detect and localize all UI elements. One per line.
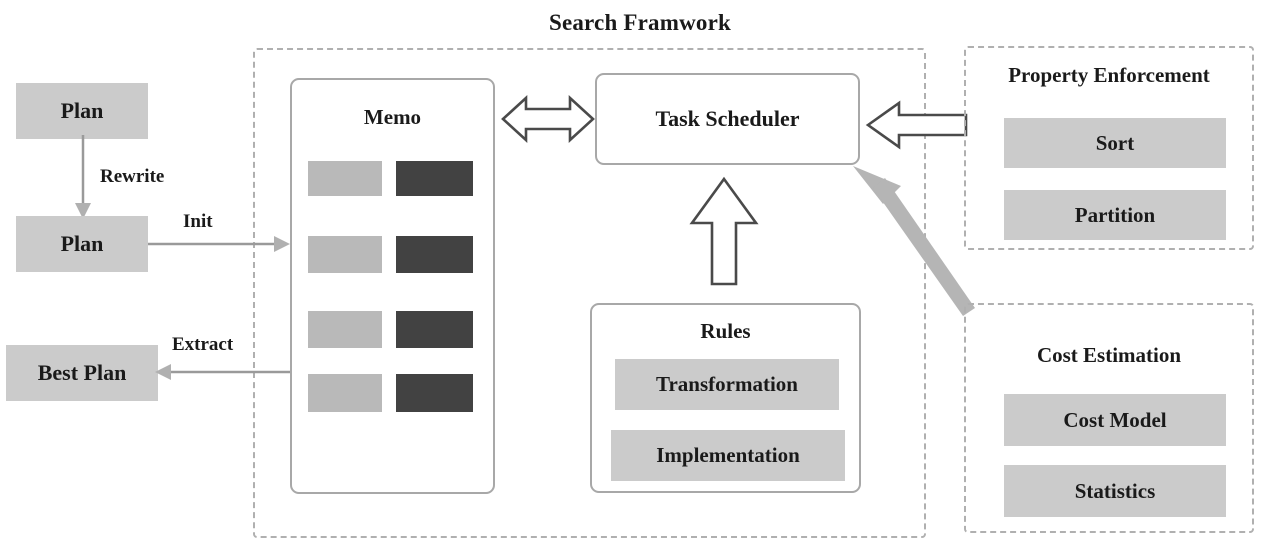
memo-cell-light <box>308 374 382 412</box>
memo-cell-light <box>308 236 382 273</box>
extract-arrow <box>155 364 293 380</box>
best-plan-box[interactable]: Best Plan <box>6 345 158 401</box>
page-title: Search Framwork <box>548 10 732 35</box>
plan-top-box[interactable]: Plan <box>16 83 148 139</box>
cost-estimation-title: Cost Estimation <box>1036 343 1182 367</box>
rewrite-edge-label: Rewrite <box>100 166 165 187</box>
rules-item-transformation[interactable]: Transformation <box>615 359 839 410</box>
rules-title: Rules <box>700 319 751 343</box>
cost-estimation-item-statistics[interactable]: Statistics <box>1004 465 1226 517</box>
task-scheduler-panel[interactable]: Task Scheduler <box>595 73 860 165</box>
property-enforcement-title: Property Enforcement <box>1008 63 1210 87</box>
rewrite-arrow <box>75 135 91 219</box>
rules-item-implementation[interactable]: Implementation <box>611 430 845 481</box>
cost-estimation-item-cost-model[interactable]: Cost Model <box>1004 394 1226 446</box>
property-enforcement-item-partition[interactable]: Partition <box>1004 190 1226 240</box>
search-framework-container <box>253 48 926 538</box>
cost-scheduler-diagonal-arrow <box>853 166 975 316</box>
memo-cell-dark <box>396 161 473 196</box>
init-arrow <box>148 236 290 252</box>
task-scheduler-label: Task Scheduler <box>655 106 800 131</box>
property-enforcement-group: Property Enforcement <box>964 46 1254 250</box>
property-enforcement-item-sort[interactable]: Sort <box>1004 118 1226 168</box>
memo-scheduler-bidirectional-arrow <box>501 95 595 143</box>
memo-title: Memo <box>363 105 422 129</box>
plan-bottom-box[interactable]: Plan <box>16 216 148 272</box>
memo-cell-dark <box>396 236 473 273</box>
property-scheduler-left-arrow <box>865 100 968 150</box>
memo-cell-dark <box>396 374 473 412</box>
cost-estimation-group: Cost Estimation <box>964 303 1254 533</box>
memo-cell-light <box>308 161 382 196</box>
memo-panel[interactable]: Memo <box>290 78 495 494</box>
extract-edge-label: Extract <box>172 334 234 355</box>
memo-cell-dark <box>396 311 473 348</box>
init-edge-label: Init <box>183 211 213 232</box>
rules-scheduler-up-arrow <box>689 176 759 286</box>
memo-cell-light <box>308 311 382 348</box>
